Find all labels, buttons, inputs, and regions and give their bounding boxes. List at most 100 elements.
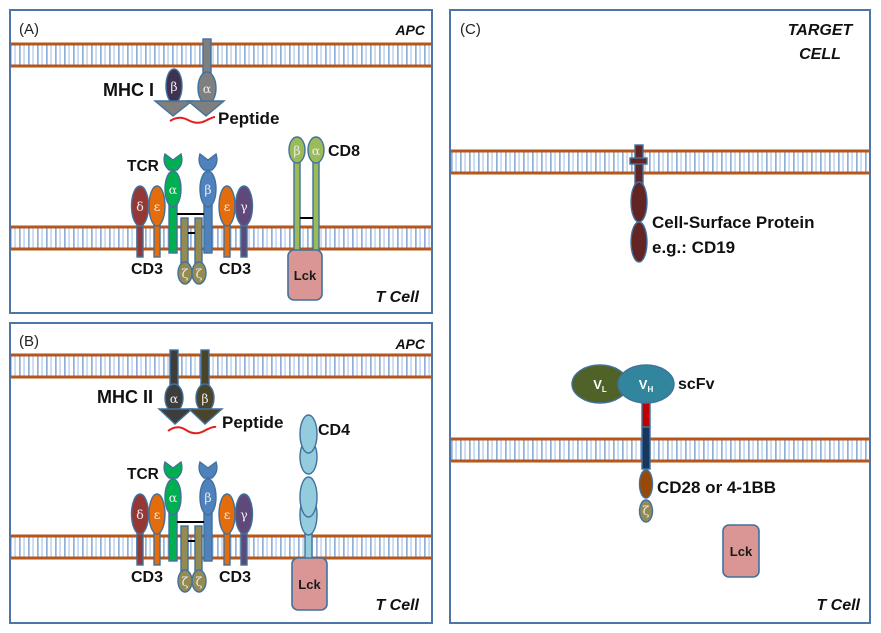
cd8-alpha-stalk [312,160,320,254]
tcr-beta-variable-domain [198,460,218,479]
cd19-domain-lower [630,221,648,263]
vl-letter: V [593,377,602,392]
peptide [169,116,216,124]
tcr-beta-symbol: β [204,182,211,197]
tcr-alpha-stalk [168,203,178,254]
car-zeta-symbol: ζ [643,503,650,518]
zeta-stalk [194,525,203,573]
cd3-epsilon-chain [148,493,166,535]
zeta-chain [191,261,207,285]
costim-label: CD28 or 4-1BB [657,478,776,497]
panel-label: (A) [19,21,39,38]
cd8-alpha-symbol: α [312,143,321,158]
mhc2-alpha-symbol: α [170,391,179,406]
cd3-delta-symbol: δ [136,199,144,214]
tcr-alpha-stalk [168,511,178,562]
lck-box [722,524,760,578]
cd3-epsilon-symbol: ε [224,199,230,214]
cd3-delta-symbol: δ [136,507,144,522]
tcr-beta-chain [199,170,217,208]
car-hinge [641,400,651,428]
panel-b: (B) APC T Cell α β MHC II Peptide δ ε [9,322,433,624]
target-cell-membrane [451,149,869,175]
tcr-beta-chain [199,478,217,516]
lipid-bilayer-stripes [11,45,431,66]
antigen-label: Cell-Surface Protein [652,213,815,232]
cd8-beta-stalk [293,160,301,254]
zeta-symbol: ζ [196,266,203,281]
zeta-stalk [180,217,189,265]
cd8-beta-symbol: β [293,143,300,158]
lck-kinase: Lck [722,524,760,578]
tcr-alpha-symbol: α [169,182,178,197]
tcr-cd3-complex: δ ε α β ζ ζ ε γ [130,152,254,285]
cd3-gamma-symbol: γ [240,199,247,214]
panel-label: (C) [460,21,481,38]
tcr-beta-symbol: β [204,490,211,505]
cd3-epsilon-stalk [153,223,161,258]
cd3-right-label: CD3 [219,569,251,586]
car-zeta-domain [638,499,654,523]
panel-a: (A) APC T Cell β α MHC I Peptide δ ε [9,9,433,314]
lipid-bilayer-stripes [451,440,869,460]
lipid-bilayer-stripes [11,537,431,558]
zeta-symbol: ζ [182,574,189,589]
target-cell-label-line1: TARGET [788,22,854,39]
zeta-symbol: ζ [182,266,189,281]
cd19-domain-upper [630,181,648,223]
scfv-label: scFv [678,376,715,393]
lck-label: Lck [294,268,317,283]
mhc2-binding-groove-left [157,408,194,425]
tcr-beta-stalk [203,511,213,562]
scfv-vh-domain [617,364,675,404]
lipid-bilayer-stripes [11,356,431,377]
cd3-epsilon-symbol: ε [154,507,160,522]
apc-label: APC [394,336,425,352]
tcr-alpha-chain [164,170,182,208]
lipid-bilayer-stripes [451,152,869,172]
t-cell-membrane [11,225,431,251]
vh-label: VH [639,377,654,394]
tcr-alpha-symbol: α [169,490,178,505]
peptide-label: Peptide [218,109,279,128]
tcr-label: TCR [127,466,159,483]
cd3-gamma-chain [234,185,254,227]
cd3-epsilon-chain [148,185,166,227]
peptide [167,425,217,435]
cd19-antigen [629,144,648,263]
cd19-crossbar [629,157,648,165]
lck-kinase: Lck [291,557,328,611]
cd3-gamma-stalk [240,223,248,258]
cd3-epsilon-stalk [153,531,161,566]
cd3-gamma-chain [234,493,254,535]
tcr-beta-variable-domain [198,152,218,171]
tcr-beta-stalk [203,203,213,254]
target-cell-label-line2: CELL [799,46,841,63]
mhc-class-2: α β [157,349,224,435]
cd4-domain-d1 [299,414,318,454]
mhc1-binding-groove-left [153,100,195,117]
lck-box [287,249,323,301]
t-cell-label: T Cell [375,597,419,614]
chimeric-antigen-receptor: VL VH ζ [571,364,675,523]
car-transmembrane-domain [641,426,651,470]
tcr-alpha-variable-domain [163,460,183,479]
t-cell-membrane [451,437,869,463]
apc-membrane [11,353,431,379]
lck-label: Lck [298,577,321,592]
apc-membrane [11,42,431,68]
cd4-label: CD4 [318,422,350,439]
tcr-alpha-variable-domain [163,152,183,171]
cd3-epsilon-stalk [223,223,231,258]
lipid-bilayer-stripes [11,228,431,249]
cd3-epsilon-stalk [223,531,231,566]
t-cell-membrane [11,534,431,560]
mhc2-beta-symbol: β [201,391,208,406]
mhc1-alpha-symbol: α [203,81,212,96]
vl-subscript: L [602,385,607,394]
cd3-delta-stalk [136,223,144,258]
t-cell-label: T Cell [375,289,419,306]
zeta-stalk [180,525,189,573]
cd3-epsilon-symbol: ε [154,199,160,214]
